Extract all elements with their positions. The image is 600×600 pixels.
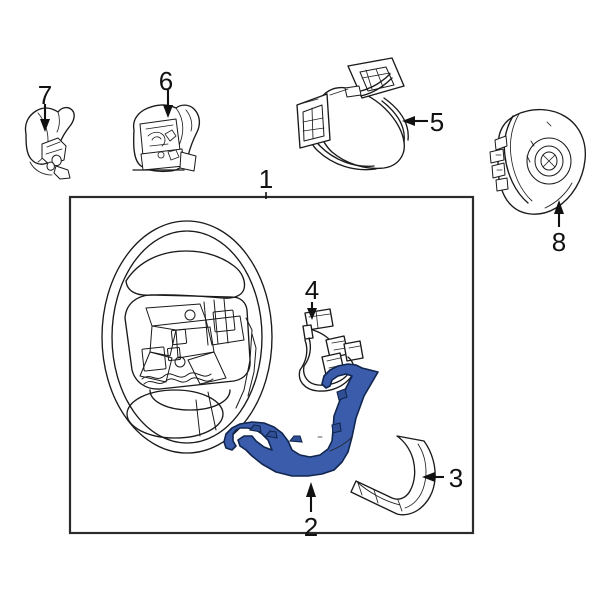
callout-number-4: 4 xyxy=(305,275,319,305)
callout-number-7: 7 xyxy=(38,80,52,110)
callout-8-leader xyxy=(554,200,564,227)
part-8-driver-air-bag-module[interactable] xyxy=(489,108,587,215)
callout-number-1: 1 xyxy=(259,164,273,194)
callout-5-leader xyxy=(402,116,428,126)
callout-number-2: 2 xyxy=(304,512,318,542)
part-5-steering-wheel-switch-assembly[interactable] xyxy=(296,57,409,171)
part-2-steering-wheel-trim-bezel-lower[interactable] xyxy=(223,363,379,477)
callout-number-8: 8 xyxy=(552,227,566,257)
callout-6-leader xyxy=(163,90,173,118)
part-7-steering-column-switch-lever[interactable] xyxy=(24,106,75,180)
callout-3-leader xyxy=(422,472,444,482)
callout-number-3: 3 xyxy=(449,463,463,493)
callout-2-leader xyxy=(306,482,316,512)
callout-number-5: 5 xyxy=(430,107,444,137)
callout-4-leader xyxy=(307,302,317,320)
part-6-clock-spring-contact-assembly[interactable] xyxy=(132,104,201,173)
callout-number-6: 6 xyxy=(159,66,173,96)
part-1-steering-wheel-assembly[interactable] xyxy=(101,220,273,454)
callout-7-leader xyxy=(40,104,50,132)
